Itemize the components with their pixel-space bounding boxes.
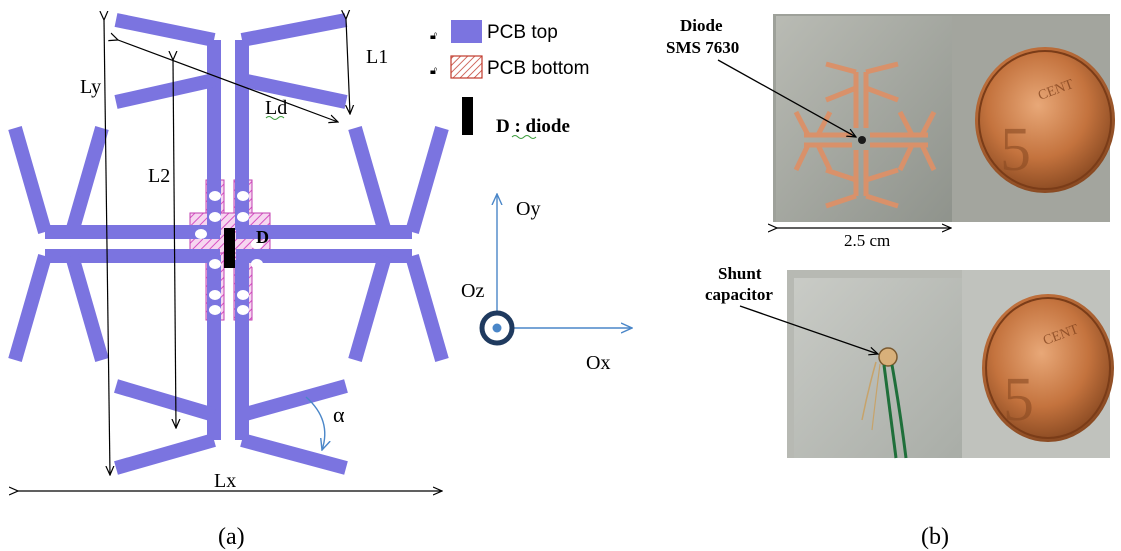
oz-axis-dot (492, 323, 502, 333)
ld-underline (265, 116, 285, 120)
ld-label: Ld (265, 97, 287, 119)
diode-annotation-line1: Diode (680, 16, 723, 35)
photo-bottom: 5 CENT (787, 270, 1114, 459)
antenna-layout: D Lx Ly L1 L2 Ld α (8, 19, 449, 492)
diode-marker-label: D (256, 227, 269, 247)
alpha-label: α (333, 402, 345, 427)
legend: 🔓︎ PCB top 🔓︎ PCB bottom D : diode (430, 20, 589, 139)
ly-label: Ly (80, 76, 101, 98)
l2-dimension (173, 60, 176, 428)
legend-diode-label: D : diode (496, 116, 570, 137)
pcb-substrate-bottom (794, 278, 962, 458)
l2-label: L2 (148, 165, 170, 187)
coin-top (975, 47, 1115, 193)
diode-symbol (224, 228, 235, 268)
legend-pcb-bottom-label: PCB bottom (487, 58, 589, 79)
dimension-lines (18, 19, 442, 491)
lock-icon: 🔓︎ (430, 30, 437, 42)
photo-annotations: Diode SMS 7630 2.5 cm Shunt capacitor (666, 16, 951, 354)
legend-diode: D : diode (462, 97, 570, 139)
via-holes (195, 191, 263, 315)
lx-label: Lx (214, 470, 236, 492)
diode-underline (511, 135, 537, 139)
copper-antenna (793, 61, 937, 209)
shunt-annotation-line2: capacitor (705, 285, 773, 304)
coin-bottom (982, 294, 1114, 442)
scale-label: 2.5 cm (844, 231, 890, 250)
shunt-pointer-arrow (739, 305, 878, 354)
alpha-arc (305, 396, 325, 450)
shunt-annotation-line1: Shunt (718, 264, 762, 283)
legend-pcb-top: 🔓︎ PCB top (430, 20, 558, 43)
ld-dimension (118, 40, 338, 122)
svg-text:5: 5 (1000, 116, 1031, 184)
legend-pcb-bottom: 🔓︎ PCB bottom (430, 55, 589, 79)
diode-pointer-arrow (717, 59, 856, 137)
diode-dot (858, 136, 866, 144)
oz-label: Oz (461, 280, 484, 302)
svg-text:5: 5 (1003, 366, 1034, 434)
l1-dimension (346, 19, 350, 114)
coordinate-axes: Oy Ox Oz (461, 194, 632, 374)
caption-b: (b) (921, 524, 949, 550)
legend-pcb-top-label: PCB top (487, 22, 558, 43)
l1-label: L1 (366, 46, 388, 68)
ly-dimension (104, 20, 110, 475)
shunt-capacitor (861, 347, 908, 459)
photo-top: 5 CENT (773, 14, 1115, 222)
ox-label: Ox (586, 352, 610, 374)
caption-a: (a) (218, 524, 245, 550)
lock-icon: 🔓︎ (430, 65, 437, 77)
diode-annotation-line2: SMS 7630 (666, 38, 739, 57)
oy-label: Oy (516, 198, 540, 220)
